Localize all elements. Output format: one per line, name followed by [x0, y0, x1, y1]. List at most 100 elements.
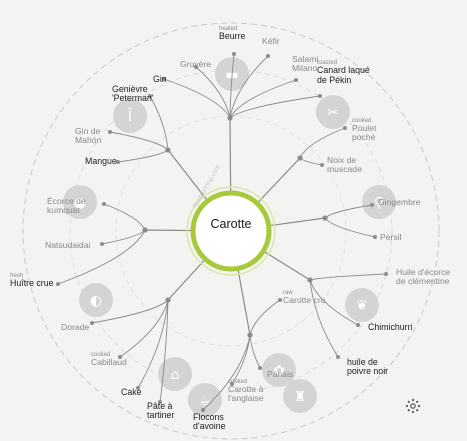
meat-icon: ✂: [316, 95, 350, 129]
ingredient-gin[interactable]: Gin: [153, 74, 167, 84]
branch-natsudaidai: [101, 229, 146, 245]
svg-text:◐: ◐: [90, 293, 102, 309]
branch-cabillaud: [119, 299, 169, 358]
fruit-icon: ●: [63, 185, 97, 219]
outer-ring: [22, 22, 440, 440]
branch-ecorce: [103, 203, 146, 231]
ingredient-prefix: heated: [219, 26, 238, 32]
leaf-node-carotte-cru: [278, 298, 282, 302]
ingredient-chimichurri[interactable]: Chimichurri: [368, 322, 412, 332]
ingredient-prefix: cooked: [352, 118, 372, 124]
branch-gruyere: [195, 66, 231, 119]
leaf-node-gin: [162, 77, 166, 81]
leaf-node-persil: [373, 235, 377, 239]
ingredient-label: Écorce de: [47, 196, 86, 206]
branch-noix: [299, 157, 323, 166]
leaf-node-noix: [320, 163, 324, 167]
ingredient-gruyere[interactable]: Gruyère: [180, 59, 211, 69]
ingredient-label: muscade: [327, 164, 362, 175]
ingredient-prefix: fresh: [10, 273, 24, 279]
branch-cake: [137, 299, 169, 389]
ingredient-gingembre[interactable]: Gingembre: [378, 197, 421, 207]
ingredient-label: poché: [352, 132, 376, 143]
center-halo: [186, 186, 276, 276]
ingredient-label: Flocons: [193, 412, 224, 422]
svg-text:✂: ✂: [327, 105, 339, 121]
ingredient-label: l'anglaise: [228, 393, 264, 404]
ingredient-label: Panais: [267, 369, 294, 379]
ingredient-prefix: roasted: [317, 60, 338, 66]
branch-huitre: [57, 229, 146, 285]
branch-kefir: [229, 55, 269, 119]
leaf-node-genievre: [148, 94, 152, 98]
ingredient-label: Beurre: [219, 31, 246, 42]
branch-huile: [309, 273, 387, 281]
ingredient-label: Natsudaidai: [45, 240, 91, 250]
bakery-icon: ⌂: [158, 357, 192, 391]
svg-text:✿: ✿: [273, 363, 285, 379]
ingredient-label: Huile d'écorce: [396, 267, 451, 277]
ingredient-label: Milano: [292, 63, 318, 74]
ingredient-label: Carotte cru: [283, 295, 326, 306]
svg-text:⚲: ⚲: [374, 195, 384, 211]
branch-salami: [229, 79, 297, 119]
leaf-node-carotte-anglaise: [230, 382, 234, 386]
ingredient-label: de Pékin: [317, 74, 352, 85]
spice-icon: ⚲: [362, 185, 396, 219]
svg-text:Ĭ: Ĭ: [127, 107, 133, 125]
ingredient-label: Cabillaud: [91, 357, 127, 368]
leaf-node-canard: [318, 94, 322, 98]
ingredient-kefir[interactable]: Kéfir: [262, 36, 280, 46]
ingredient-label: Kéfir: [262, 36, 280, 46]
svg-text:☕: ☕: [199, 393, 212, 409]
ingredient-label: Gin de: [75, 126, 101, 136]
branch-canard: [229, 95, 321, 119]
ingredient-persil[interactable]: Persil: [380, 232, 402, 242]
leaf-node-natsudaidai: [100, 242, 104, 246]
svg-text:♜: ♜: [294, 389, 307, 405]
ingredient-panais[interactable]: Panais: [267, 369, 294, 379]
settings-icon[interactable]: [405, 398, 421, 414]
branch-flocons: [202, 334, 251, 411]
ingredient-label: Carotte à: [228, 384, 264, 395]
svg-text:●: ●: [74, 195, 86, 211]
ingredient-label: Pâte à: [147, 401, 173, 411]
ingredient-label: Persil: [380, 232, 402, 242]
leaf-node-ecorce: [102, 202, 106, 206]
ingredient-label: Canard laqué: [317, 65, 370, 76]
ingredient-mangue[interactable]: Mangue: [85, 156, 117, 166]
ingredient-label: huile de: [347, 357, 378, 367]
ingredient-natsudaidai[interactable]: Natsudaidai: [45, 240, 91, 250]
branch-panais: [249, 334, 261, 369]
ingredient-dorade[interactable]: Dorade: [61, 322, 89, 332]
branch-carotte-anglaise: [231, 334, 251, 385]
ingredient-cake[interactable]: Cake: [121, 387, 142, 397]
ingredient-label: Gin: [153, 74, 167, 84]
ingredient-label: d'avoine: [193, 421, 226, 432]
ingredient-label: 'Peterman': [112, 93, 154, 104]
ingredient-label: poivre noir: [347, 366, 389, 377]
leaf-node-gruyere: [194, 65, 198, 69]
leaf-node-chimichurri: [356, 323, 360, 327]
leaf-node-pate: [158, 400, 162, 404]
ingredient-prefix: raw: [283, 290, 293, 296]
center-ingredient-label[interactable]: Carotte: [210, 217, 252, 231]
ingredient-label: Cake: [121, 387, 142, 397]
ingredient-genievre[interactable]: Genièvre'Peterman': [112, 84, 154, 104]
ingredient-prefix: cooked: [91, 352, 111, 358]
